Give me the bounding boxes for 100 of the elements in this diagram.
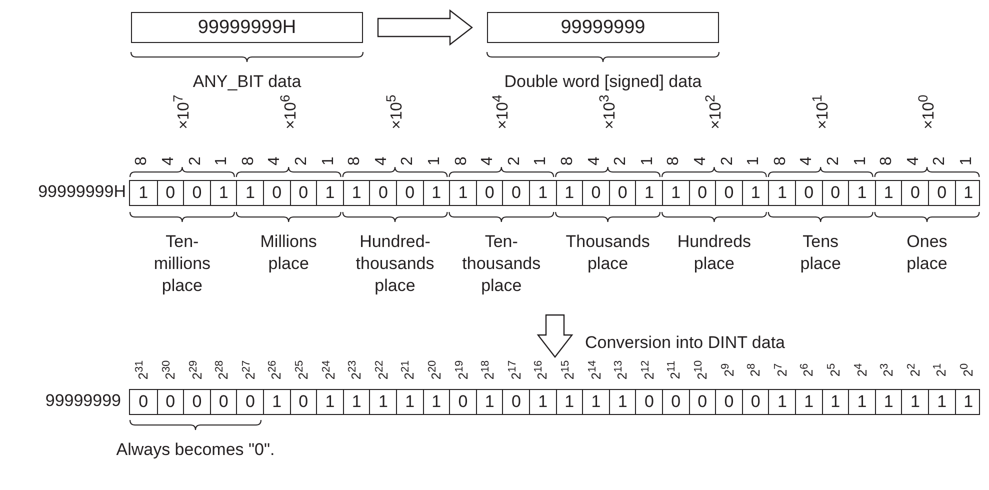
place-label: Ten- millions place bbox=[154, 231, 211, 297]
bit-value: 1 bbox=[342, 390, 370, 414]
bit-value: 0 bbox=[901, 181, 928, 205]
bit-value: 1 bbox=[848, 181, 875, 205]
bit-value: 0 bbox=[183, 390, 210, 414]
bit-value: 1 bbox=[556, 390, 582, 414]
bit-weight: 4 bbox=[160, 156, 177, 166]
bit-value: 0 bbox=[210, 390, 236, 414]
bit-value: 0 bbox=[156, 181, 184, 205]
bit-value: 0 bbox=[183, 181, 210, 205]
bit-value: 0 bbox=[688, 390, 716, 414]
bit-value: 1 bbox=[396, 390, 423, 414]
place-label: Hundreds place bbox=[677, 231, 752, 275]
bit-value: 0 bbox=[715, 390, 742, 414]
bit-value: 1 bbox=[582, 390, 609, 414]
note: Always becomes "0". bbox=[116, 440, 275, 460]
bit-value: 1 bbox=[369, 390, 396, 414]
bit-weight: 1 bbox=[320, 156, 336, 166]
bit-value: 0 bbox=[449, 390, 476, 414]
conversion-label: Conversion into DINT data bbox=[585, 333, 786, 353]
bit-weight: 2 bbox=[294, 156, 310, 166]
bit-value: 0 bbox=[795, 181, 822, 205]
bit-weight: 2 bbox=[720, 156, 736, 166]
bit-value: 1 bbox=[901, 390, 928, 414]
bit-value: 1 bbox=[529, 390, 556, 414]
bit-value: 1 bbox=[742, 181, 768, 205]
place-label: Ten- thousands place bbox=[462, 231, 541, 297]
bit-value: 0 bbox=[502, 181, 529, 205]
bit-value: 0 bbox=[263, 181, 290, 205]
place-label: Ones place bbox=[906, 231, 948, 275]
value-text: 99999999H bbox=[198, 16, 296, 38]
bit-weight: 4 bbox=[374, 156, 390, 166]
bit-weight: 4 bbox=[480, 156, 496, 166]
bit-weight: 4 bbox=[586, 156, 602, 166]
bit-value: 1 bbox=[822, 390, 848, 414]
bit-weight: 1 bbox=[746, 156, 762, 166]
bit-value: 0 bbox=[369, 181, 396, 205]
bit-weight: 4 bbox=[799, 156, 816, 166]
bit-value: 0 bbox=[156, 390, 184, 414]
bit-value: 1 bbox=[954, 181, 982, 205]
arrow bbox=[377, 9, 473, 46]
bit-weight: 2 bbox=[400, 156, 416, 166]
bit-value: 1 bbox=[422, 181, 450, 205]
bit-value: 1 bbox=[768, 181, 795, 205]
bit-weight: 4 bbox=[267, 156, 284, 166]
bit-weight: 1 bbox=[426, 156, 443, 166]
bit-value: 1 bbox=[342, 181, 370, 205]
row-label: 99999999H bbox=[38, 182, 126, 202]
bit-value: 0 bbox=[715, 181, 742, 205]
bit-value: 0 bbox=[688, 181, 716, 205]
place-label: Hundred- thousands place bbox=[356, 231, 434, 297]
bit-weight: 4 bbox=[692, 156, 709, 166]
value-text: 99999999 bbox=[560, 16, 646, 38]
bit-value: 1 bbox=[476, 390, 502, 414]
bit-value: 1 bbox=[874, 181, 902, 205]
bit-weight: 1 bbox=[958, 156, 975, 166]
bit-value: 1 bbox=[236, 181, 263, 205]
bit-value: 0 bbox=[236, 390, 263, 414]
bit-value: 0 bbox=[662, 390, 689, 414]
bit-weight: 8 bbox=[560, 156, 576, 166]
bit-value: 0 bbox=[502, 390, 529, 414]
bit-value: 1 bbox=[662, 181, 689, 205]
bit-weight: 8 bbox=[347, 156, 364, 166]
bit-weight: 2 bbox=[506, 156, 523, 166]
bit-weight: 1 bbox=[640, 156, 656, 166]
bit-value: 1 bbox=[263, 390, 290, 414]
bit-value: 0 bbox=[608, 181, 636, 205]
bit-value: 1 bbox=[210, 181, 236, 205]
bit-weight: 1 bbox=[214, 156, 230, 166]
place-label: Thousands place bbox=[566, 231, 650, 275]
bit-value: 0 bbox=[290, 390, 316, 414]
bit-value: 1 bbox=[848, 390, 875, 414]
bit-weight: 2 bbox=[613, 156, 630, 166]
bit-weight: 1 bbox=[533, 156, 550, 166]
row-label: 99999999 bbox=[45, 391, 121, 411]
data-type-label: Double word [signed] data bbox=[504, 72, 702, 92]
bit-value: 0 bbox=[476, 181, 502, 205]
bit-value: 1 bbox=[768, 390, 795, 414]
bit-value: 0 bbox=[290, 181, 316, 205]
bit-weight: 8 bbox=[240, 156, 257, 166]
bit-value: 1 bbox=[556, 181, 582, 205]
bit-value: 1 bbox=[449, 181, 476, 205]
value-box bbox=[487, 12, 719, 43]
place-label: Millions place bbox=[260, 231, 317, 275]
bit-value: 0 bbox=[582, 181, 609, 205]
bit-value: 0 bbox=[138, 391, 150, 413]
value-box bbox=[131, 12, 363, 43]
bit-value: 1 bbox=[608, 390, 636, 414]
bit-value: 1 bbox=[316, 390, 343, 414]
bit-weight: 1 bbox=[852, 156, 868, 166]
bit-weight: 8 bbox=[666, 156, 682, 166]
bit-weight: 2 bbox=[188, 156, 204, 166]
bit-weight: 8 bbox=[772, 156, 789, 166]
bit-weight: 8 bbox=[134, 156, 150, 166]
bit-value: 0 bbox=[822, 181, 848, 205]
bit-value: 1 bbox=[635, 181, 662, 205]
data-type-label: ANY_BIT data bbox=[192, 72, 302, 92]
bit-weight: 4 bbox=[906, 156, 922, 166]
bit-value: 1 bbox=[874, 390, 902, 414]
bit-value: 0 bbox=[396, 181, 423, 205]
